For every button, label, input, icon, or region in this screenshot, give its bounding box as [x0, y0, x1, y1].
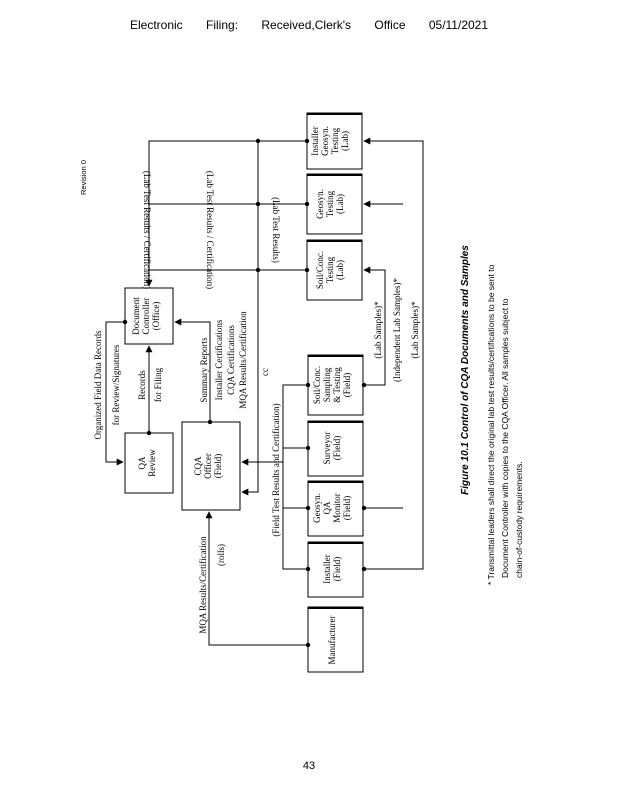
figure-note-line: chain-of-custody requirements. — [514, 461, 524, 578]
label-lab-results: (Lab Test Results) — [271, 197, 281, 263]
header-part: Office — [374, 18, 406, 32]
label-cqa-cert: CQA Certifications — [226, 325, 236, 395]
label-field-test: (Field Test Results and Certification) — [271, 403, 281, 536]
figure-note-line: Document Controller with copies to the C… — [500, 298, 510, 578]
svg-text:InstallerGeosyn.Testing(Lab): InstallerGeosyn.Testing(Lab) — [310, 126, 350, 156]
svg-text:DocumentController(Office): DocumentController(Office) — [131, 297, 161, 335]
box-qa-review: QAReview — [124, 432, 174, 494]
filing-header: Electronic Filing: Received,Clerk's Offi… — [0, 18, 618, 32]
header-part: Electronic — [129, 18, 183, 32]
box-surveyor: Surveyor(Field) — [307, 420, 364, 477]
header-part: 05/11/2021 — [428, 18, 489, 32]
header-part: Filing: — [206, 18, 239, 32]
box-geosyn-monitor: Geosyn.QAMonitor(Field) — [307, 480, 364, 537]
svg-text:Soil/Conc.Testing(Lab): Soil/Conc.Testing(Lab) — [315, 251, 345, 289]
label-lab-results-cert-mid: (Lab Test Results / Certification) — [205, 171, 215, 289]
label-for-review: for Review/Signatures — [111, 344, 121, 425]
figure-note-line: * Transmittal leaders shall direct the o… — [486, 264, 496, 585]
label-summary-reports: Summary Reports — [199, 337, 209, 403]
header-part: Received,Clerk's — [261, 18, 352, 32]
figure-caption: Figure 10.1 Control of CQA Documents and… — [460, 245, 471, 495]
label-rolls: (rolls) — [216, 544, 226, 566]
label-mqa-results: MQA Results/Certification — [198, 536, 208, 634]
svg-text:Manufacturer: Manufacturer — [327, 616, 337, 665]
svg-text:CQAOfficer(Field): CQAOfficer(Field) — [193, 453, 223, 479]
connector-lines — [105, 137, 424, 648]
box-soil-lab: Soil/Conc.Testing(Lab) — [306, 239, 363, 301]
box-geosyn-lab: Geosyn.Testing(Lab) — [306, 173, 363, 235]
revision-label: Revision 0 — [79, 160, 88, 195]
svg-text:Geosyn.Testing(Lab): Geosyn.Testing(Lab) — [315, 189, 345, 219]
label-mqa-cert: MQA Results/Certification — [238, 311, 248, 409]
label-installer-cert: Installer Certifications — [214, 319, 224, 400]
label-independent-lab-samples: (Independent Lab Samples)* — [392, 278, 402, 382]
box-manufacturer: Manufacturer — [307, 606, 364, 673]
svg-text:Surveyor(Field): Surveyor(Field) — [322, 432, 342, 465]
box-document-controller: DocumentController(Office) — [124, 287, 174, 345]
box-installer-lab: InstallerGeosyn.Testing(Lab) — [306, 112, 363, 170]
label-lab-samples-2: (Lab Samples)* — [410, 301, 420, 359]
page-number: 43 — [302, 760, 316, 772]
label-for-filing: for Filing — [153, 367, 163, 402]
box-cqa-officer: CQAOfficer(Field) — [181, 421, 241, 511]
svg-text:Installer(Field): Installer(Field) — [322, 554, 342, 584]
svg-text:QAReview: QAReview — [137, 449, 157, 477]
label-organized-field: Organized Field Data Records — [93, 330, 103, 440]
label-cc: cc — [260, 368, 270, 376]
label-records: Records — [137, 370, 147, 400]
svg-text:Geosyn.QAMonitor(Field): Geosyn.QAMonitor(Field) — [312, 493, 352, 523]
box-installer-field: Installer(Field) — [307, 541, 364, 598]
svg-text:Soil/Conc.Sampling& Testing(Fi: Soil/Conc.Sampling& Testing(Field) — [312, 366, 352, 404]
box-soil-sampling: Soil/Conc.Sampling& Testing(Field) — [307, 354, 364, 416]
label-lab-samples: (Lab Samples)* — [373, 301, 383, 359]
label-lab-results-cert-top: (Lab Test Results / Certification) — [142, 171, 152, 289]
